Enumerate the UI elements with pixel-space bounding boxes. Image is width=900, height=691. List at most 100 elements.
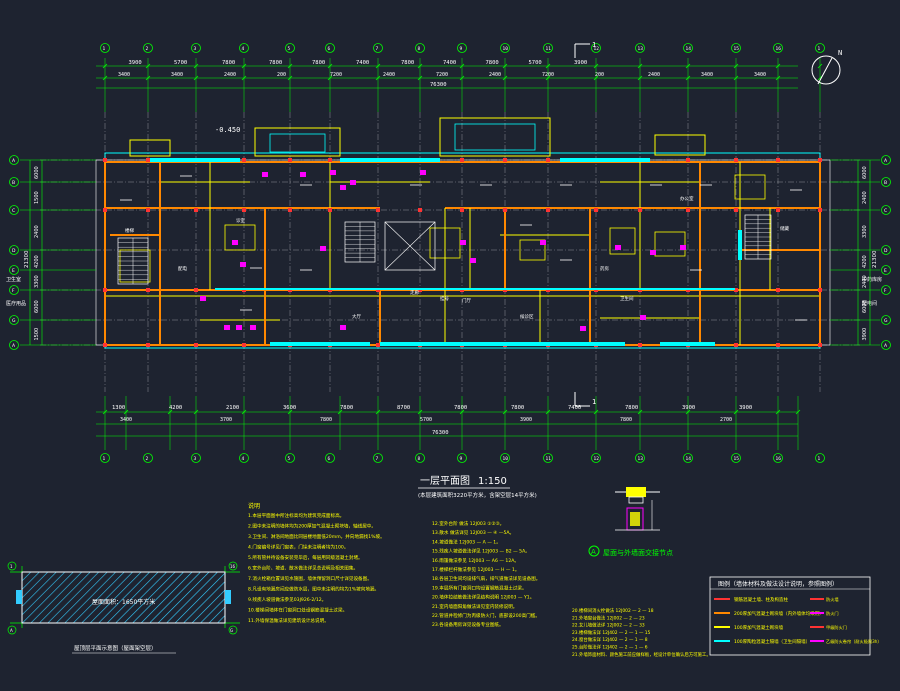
structural-column — [594, 208, 598, 212]
top-dim-value: 5700 — [529, 60, 542, 66]
section-mark-top: 1 — [574, 41, 596, 58]
fixture-icon — [540, 240, 546, 245]
left-dim-value: 6000 — [34, 166, 40, 179]
side-grid-label-left: B — [12, 180, 15, 186]
top-total-dim: 76300 — [430, 82, 447, 88]
note-line: 6.室外台阶、坡道、散水做法详见总说明及相关图集。 — [248, 565, 358, 572]
bottom-dim-value-2: 7800 — [620, 417, 632, 423]
bottom-grid-bubble — [100, 453, 110, 463]
side-grid-bubble — [9, 205, 19, 215]
structural-column — [638, 208, 642, 212]
top-grid-bubble — [773, 43, 783, 53]
tick — [817, 63, 823, 69]
stair-center-icon — [344, 221, 376, 263]
tick — [459, 63, 465, 69]
bottom-grid-label: 15 — [734, 456, 740, 462]
structural-column — [103, 288, 107, 292]
side-grid-bubble — [881, 315, 891, 325]
top-dim-value: 7800 — [222, 60, 235, 66]
fixture-icon — [340, 325, 346, 330]
fixture-icon — [224, 325, 230, 330]
top-dim-value-2: 2400 — [224, 72, 236, 78]
bottom-dim-value: 4200 — [169, 405, 182, 411]
note-line: 21.外墙窗台做法 12J002 — 2 — 23 — [572, 614, 645, 621]
bottom-grid-label: 14 — [686, 456, 692, 462]
structural-column — [194, 343, 198, 347]
canopy-glass-center — [454, 123, 536, 151]
first-floor-plan: 门厅大厅候诊区药房挂号诊室办公室卫生间楼梯走廊储藏配电 -0.450 卫生室 医… — [6, 112, 882, 392]
structural-column — [776, 288, 780, 292]
detail-number-icon — [588, 545, 600, 557]
top-grid-label: 12 — [594, 46, 600, 52]
tick — [102, 409, 108, 415]
top-grid-bubble — [815, 43, 825, 53]
top-dim-value-2: 7200 — [542, 72, 554, 78]
top-dim-value-2: 3400 — [171, 72, 183, 78]
structural-column — [376, 343, 380, 347]
note-line: 20.墙体拉结筋做法详见结构说明 12J003 — Y1。 — [432, 594, 534, 601]
side-grid-label-right: G — [884, 318, 888, 324]
room-box — [609, 227, 636, 255]
left-dim-value: 3300 — [34, 275, 40, 288]
top-grid-bubble — [500, 43, 510, 53]
structural-column — [376, 208, 380, 212]
bottom-grid-label: 4 — [242, 456, 245, 462]
tick — [545, 409, 551, 415]
side-grid-label-left: D — [12, 248, 16, 254]
legend-label: 200厚加气混凝土砌块墙（内外墙体均采用） — [734, 610, 824, 617]
top-grid-label: 15 — [734, 46, 740, 52]
bottom-dim-value-2: 3400 — [120, 417, 132, 423]
bottom-grid-bubble — [415, 453, 425, 463]
wall-roof-detail: A 屋面与外墙面交接节点 — [588, 487, 673, 557]
curtain-wall-bottom-mid — [380, 342, 625, 346]
structural-column — [503, 208, 507, 212]
note-line: 21.室内墙面阳角做法详见室内装修说明。 — [432, 603, 517, 610]
bottom-grid-bubble — [683, 453, 693, 463]
structural-column — [818, 158, 822, 162]
plan-walls — [103, 158, 822, 347]
bottom-grid-bubble — [731, 453, 741, 463]
room-labels: 门厅大厅候诊区药房挂号诊室办公室卫生间楼梯走廊储藏配电 — [120, 175, 807, 321]
tick — [685, 409, 691, 415]
top-dim-value-2: 3400 — [701, 72, 713, 78]
left-dim-value: 2400 — [34, 225, 40, 238]
side-grid-bubble — [881, 265, 891, 275]
tick — [637, 63, 643, 69]
structural-column — [734, 343, 738, 347]
legend-box: 图例（墙体材料及做法设计说明，参照图例） 钢筋混凝土墙、柱及构造柱防火墙200厚… — [709, 576, 882, 656]
bottom-dim-value-2: 3700 — [220, 417, 232, 423]
north-label: N — [838, 49, 842, 57]
fixture-icon — [460, 240, 466, 245]
bottom-grid-bubble — [773, 453, 783, 463]
side-grid-label-right: A — [884, 343, 888, 349]
room-label: 配电 — [178, 265, 187, 272]
curtain-wall-bottom-left — [270, 342, 370, 346]
tick — [327, 63, 333, 69]
top-grid-bubble — [239, 43, 249, 53]
top-dim-value-2: 200 — [595, 72, 604, 78]
top-grid-label: 1 — [818, 46, 821, 52]
tick — [287, 63, 293, 69]
top-dim-value: 3900 — [574, 60, 587, 66]
bottom-grid-label: 1 — [818, 456, 821, 462]
top-grid-bubble — [191, 43, 201, 53]
legend-right-label: 防火门 — [826, 610, 839, 617]
top-dim-value: 7800 — [269, 60, 282, 66]
fixture-icon — [340, 185, 346, 190]
right-dim-value: 4200 — [862, 255, 868, 268]
note-line: 14.坡道做法 12J003 — A — 1。 — [432, 538, 501, 545]
structural-column — [734, 288, 738, 292]
fixture-icon — [580, 326, 586, 331]
curtain-wall-top-mid — [340, 158, 440, 162]
fixture-icon — [420, 170, 426, 175]
tick — [145, 75, 151, 81]
note-line: 23.各设备用房详见设备专业图纸。 — [432, 621, 504, 628]
fixture-icon — [470, 258, 476, 263]
fixture-icon — [330, 170, 336, 175]
note-line: 24.窗台做法详 12J402 — 2 — 1 — 8 — [572, 636, 648, 643]
roof-grid-label-4: G — [230, 628, 233, 633]
entrance-canopy-far-left — [129, 139, 171, 157]
